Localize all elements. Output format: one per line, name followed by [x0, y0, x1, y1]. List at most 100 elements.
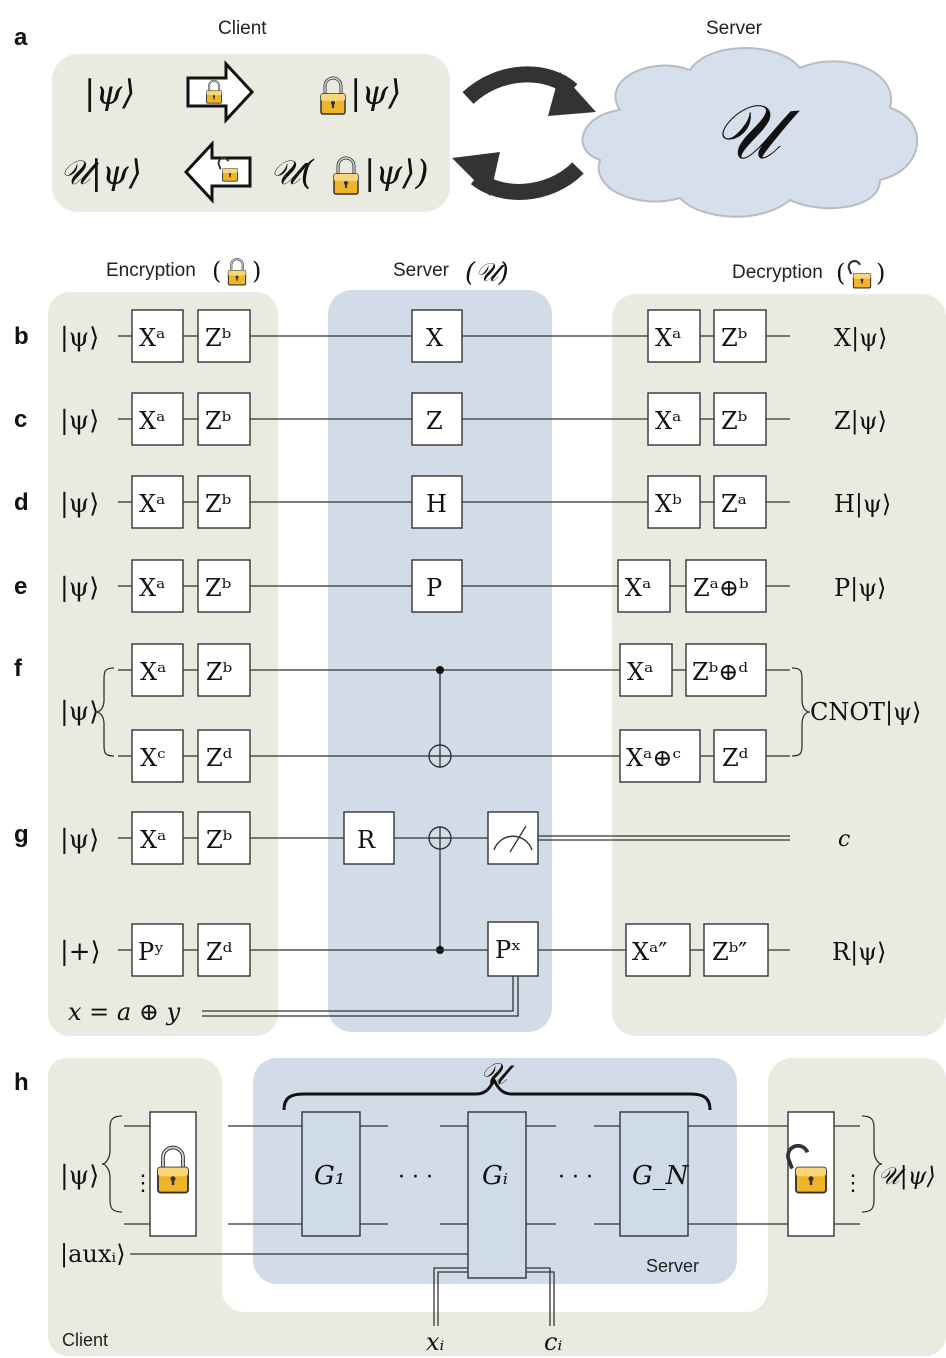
row-c-enc2-gate [197, 392, 251, 446]
return-arrow-icon [452, 152, 584, 200]
row-b-dec2-label: Zᵇ [721, 324, 747, 352]
row-c-dec1-label: Xᵃ [655, 407, 681, 435]
row-b-server-gate [411, 309, 463, 363]
U-psi: 𝒰|ψ⟩ [60, 153, 142, 193]
g-enc-bot2-gate [197, 923, 251, 977]
g-enc-bot1-label: Pʸ [138, 938, 164, 966]
encrypt-arrow-icon [186, 60, 255, 124]
h-U-brace [282, 1076, 712, 1111]
h-client-label: Client [62, 1330, 108, 1350]
row-d-input: |ψ⟩ [60, 489, 99, 519]
U-locked-suffix: |ψ⟩) [364, 153, 429, 193]
g-dec-bot2-gate [703, 923, 769, 977]
enc-lock-icon [227, 257, 247, 287]
g-output-bot: R|ψ⟩ [832, 938, 886, 967]
meter-icon [493, 835, 533, 851]
panel-label-e: e [14, 573, 27, 600]
g-dec-bot1-label: Xᵃ″ [632, 938, 667, 966]
encryption-header: Encryption [106, 260, 196, 281]
h-left-brace [101, 1115, 123, 1213]
h-vdots-left: ⋮ [132, 1171, 154, 1196]
h-aux: |auxᵢ⟩ [60, 1240, 126, 1269]
row-c-dec2-gate [713, 392, 767, 446]
row-c-output: Z|ψ⟩ [834, 407, 887, 436]
locked-psi: |ψ⟩ [350, 73, 401, 113]
row-d-enc1-label: Xᵃ [139, 490, 165, 518]
h-GN-label: G_N [632, 1161, 690, 1191]
dec-paren-close: ) [876, 259, 885, 287]
h-xi-label: xᵢ [426, 1328, 445, 1356]
row-b-server-label: X [426, 324, 443, 352]
panel-label-b: b [14, 323, 29, 350]
cnot-control [436, 666, 444, 674]
panel-label-h: h [14, 1069, 29, 1096]
h-G1-gate [301, 1111, 361, 1237]
row-e-enc1-gate [131, 559, 184, 613]
row-c-enc2-label: Zᵇ [205, 407, 231, 435]
h-vdots-right: ⋮ [842, 1171, 864, 1196]
server-cloud [581, 47, 918, 218]
h-output: 𝒰|ψ⟩ [878, 1162, 936, 1191]
panel-label-f: f [14, 655, 23, 682]
f-enc-top2-label: Zᵇ [206, 658, 232, 686]
f-enc-bot1-gate [131, 729, 184, 783]
row-d-dec2-label: Zᵃ [721, 490, 747, 518]
panel-label-d: d [14, 489, 29, 516]
row-b-enc1-label: Xᵃ [139, 324, 165, 352]
g-input-bot: |+⟩ [60, 937, 101, 967]
row-c-server-gate [411, 392, 463, 446]
row-c-dec2-label: Zᵇ [721, 407, 747, 435]
row-e-dec1-label: Xᵃ [625, 574, 651, 602]
g-server-P-label: Pˣ [495, 936, 521, 964]
g-server-P-gate [487, 921, 539, 977]
row-d-server-label: H [426, 490, 447, 518]
h-GN-gate [619, 1111, 689, 1237]
row-b-dec2-gate [713, 309, 767, 363]
f-dec-top1-gate [619, 643, 673, 697]
row-b-input: |ψ⟩ [60, 323, 99, 353]
f-dec-top1-label: Xᵃ [627, 658, 653, 686]
row-e-dec2-gate [685, 559, 767, 613]
row-c-dec1-gate [647, 392, 701, 446]
server-header: Server [706, 18, 763, 39]
row-e-input: |ψ⟩ [60, 573, 99, 603]
f-dec-top2-gate [685, 643, 767, 697]
g-dec-bot1-gate [625, 923, 691, 977]
row-d-server-gate [411, 475, 463, 529]
h-Gi-gate [467, 1111, 527, 1279]
row-e-enc1-label: Xᵃ [139, 574, 165, 602]
h-right-brace [861, 1115, 883, 1213]
f-enc-bot1-label: Xᶜ [140, 744, 165, 772]
h-ci-label: cᵢ [544, 1328, 562, 1356]
f-enc-bot2-label: Zᵈ [206, 744, 233, 772]
row-b-dec1-gate [647, 309, 701, 363]
row-d-dec2-gate [713, 475, 767, 529]
row-e-output: P|ψ⟩ [834, 574, 886, 603]
f-dec-bot2-label: Zᵈ [722, 744, 749, 772]
g-enc-top2-label: Zᵇ [206, 826, 232, 854]
f-dec-bot2-gate [713, 729, 767, 783]
row-c-input: |ψ⟩ [60, 406, 99, 436]
g-enc-top2-gate [197, 811, 251, 865]
enc-paren-open: ( [212, 257, 221, 285]
row-e-dec2-label: Zᵃ⊕ᵇ [693, 574, 749, 602]
client-box [52, 54, 450, 212]
h-Gi-label: Gᵢ [482, 1161, 508, 1191]
row-e-server-gate [411, 559, 463, 613]
row-b-dec1-label: Xᵃ [655, 324, 681, 352]
decryption-header: Decryption [732, 262, 823, 283]
row-d-dec1-label: Xᵇ [655, 490, 682, 518]
row-d-dec1-gate [647, 475, 701, 529]
row-d-enc1-gate [131, 475, 184, 529]
row-b-enc2-gate [197, 309, 251, 363]
row-d-output: H|ψ⟩ [834, 490, 891, 519]
x-equation: x = a ⊕ y [68, 998, 181, 1026]
row-b-enc1-gate [131, 309, 184, 363]
f-dec-top2-label: Zᵇ⊕ᵈ [692, 658, 748, 686]
h-G1-label: G₁ [314, 1161, 345, 1191]
row-e-server-label: P [426, 574, 442, 602]
f-dec-bot1-label: Xᵃ⊕ᶜ [626, 744, 681, 772]
send-arrow-icon [462, 66, 596, 116]
g-output-top: c [838, 827, 850, 852]
